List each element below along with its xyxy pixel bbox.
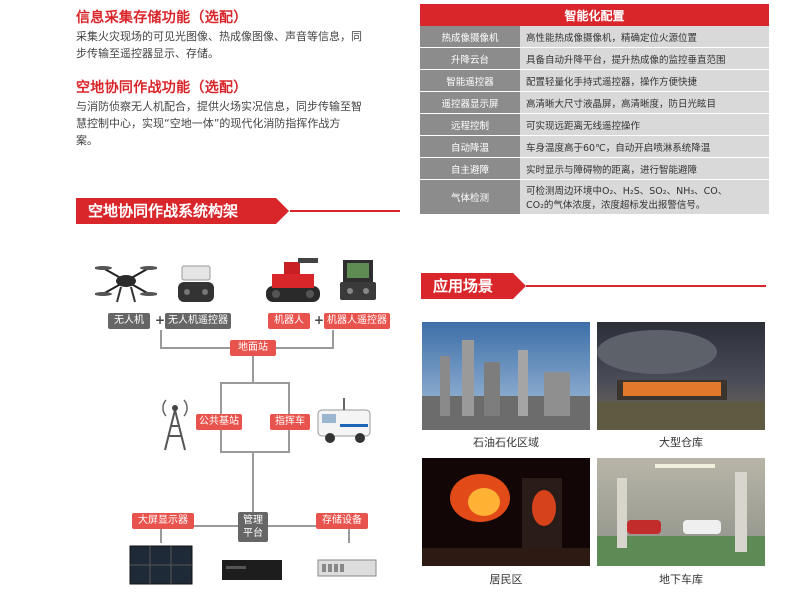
- paragraph-line: 与消防侦察无人机配合，提供火场实况信息，同步传输至智: [76, 100, 362, 113]
- spec-value: 可实现远距离无线遥控操作: [520, 113, 769, 136]
- spec-value: 车身温度高于60℃，自动开启喷淋系统降温: [520, 135, 769, 158]
- connector-line: [332, 330, 334, 348]
- table-row: 遥控器显示屏高清晰大尺寸液晶屏，高清晰度，防日光眩目: [420, 91, 769, 114]
- robot-image: [266, 258, 320, 302]
- drone-remote-image: [178, 265, 214, 302]
- warehouse-illustration: [597, 330, 765, 430]
- drone-image: [95, 266, 157, 303]
- scene-caption: 居民区: [489, 573, 523, 586]
- info-title-storage: 信息采集存储功能（选配）: [76, 10, 248, 26]
- table-row: 升降云台具备自动升降平台，提升热成像的监控垂直范围: [420, 47, 769, 70]
- ground-station-tag: 地面站: [230, 340, 276, 356]
- table-row: 气体检测 可检测周边环境中O₂、H₂S、SO₂、NH₃、CO、 CO₂的气体浓度…: [420, 179, 769, 215]
- video-wall-image: [129, 545, 193, 585]
- base-station-tag: 公共基站: [196, 414, 242, 430]
- spec-value: 高性能热成像摄像机，精确定位火源位置: [520, 26, 769, 48]
- residential-fire-illustration: [422, 474, 590, 566]
- spec-value: 具备自动升降平台，提升热成像的监控垂直范围: [520, 47, 769, 70]
- connector-line: [160, 525, 162, 543]
- scenes-banner: 应用场景: [421, 273, 526, 299]
- connector-line: [220, 382, 290, 384]
- tower-icon: [162, 399, 188, 451]
- management-platform-line: 平台: [243, 528, 263, 539]
- connector-line: [220, 451, 290, 453]
- command-car-image: [317, 398, 371, 443]
- spec-table-header: 智能化配置: [420, 4, 769, 26]
- info-paragraph-air-ground: 与消防侦察无人机配合，提供火场实况信息，同步传输至智 慧控制中心，实现“空地一体…: [76, 98, 406, 149]
- paragraph-line: 采集火灾现场的可见光图像、热成像图像、声音等信息，同: [76, 30, 362, 43]
- scene-photo-petrochemical: [422, 322, 590, 430]
- spec-key: 气体检测: [420, 179, 520, 215]
- table-row: 自主避障实时显示与障碍物的距离，进行智能避障: [420, 157, 769, 180]
- robot-label: 机器人: [268, 313, 310, 329]
- spec-key: 热成像摄像机: [420, 26, 520, 48]
- banner-divider: [290, 210, 400, 212]
- spec-table: 智能化配置 热成像摄像机高性能热成像摄像机，精确定位火源位置 升降云台具备自动升…: [420, 4, 769, 215]
- petrochemical-illustration: [422, 340, 590, 430]
- spec-key: 远程控制: [420, 113, 520, 136]
- drone-remote-label: 无人机遥控器: [165, 313, 231, 329]
- scene-caption: 石油石化区域: [473, 436, 539, 449]
- command-car-tag: 指挥车: [270, 414, 310, 430]
- spec-key: 遥控器显示屏: [420, 91, 520, 114]
- storage-tag: 存储设备: [316, 513, 368, 529]
- robot-remote-label: 机器人遥控器: [324, 313, 390, 329]
- big-screen-tag: 大屏显示器: [132, 513, 194, 529]
- paragraph-line: 案。: [76, 134, 98, 147]
- storage-device-image: [317, 559, 377, 577]
- connector-line: [348, 525, 350, 543]
- robot-remote-image: [340, 260, 376, 300]
- spec-value: 可检测周边环境中O₂、H₂S、SO₂、NH₃、CO、 CO₂的气体浓度，浓度超标…: [520, 179, 769, 215]
- drone-label: 无人机: [108, 313, 150, 329]
- scene-photo-residential: [422, 458, 590, 566]
- table-row: 自动降温车身温度高于60℃，自动开启喷淋系统降温: [420, 135, 769, 158]
- management-platform-line: 管理: [243, 515, 263, 526]
- table-row: 远程控制可实现远距离无线遥控操作: [420, 113, 769, 136]
- banner-divider: [526, 285, 766, 287]
- paragraph-line: 步传输至遥控器显示、存储。: [76, 47, 219, 60]
- connector-line: [252, 452, 254, 512]
- spec-key: 自主避障: [420, 157, 520, 180]
- spec-value: 实时显示与障碍物的距离，进行智能避障: [520, 157, 769, 180]
- connector-line: [252, 348, 254, 383]
- scene-photo-garage: [597, 458, 765, 566]
- spec-value: 配置轻量化手持式遥控器，操作方便快捷: [520, 69, 769, 92]
- server-image: [222, 560, 282, 580]
- scene-photo-warehouse: [597, 322, 765, 430]
- table-row: 智能遥控器配置轻量化手持式遥控器，操作方便快捷: [420, 69, 769, 92]
- info-title-air-ground: 空地协同作战功能（选配）: [76, 80, 248, 96]
- management-platform-tag: 管理 平台: [238, 512, 268, 542]
- garage-illustration: [597, 464, 765, 566]
- table-row: 热成像摄像机高性能热成像摄像机，精确定位火源位置: [420, 26, 769, 48]
- spec-value-line: 可检测周边环境中O₂、H₂S、SO₂、NH₃、CO、: [526, 186, 728, 197]
- scene-caption: 大型仓库: [659, 436, 703, 449]
- spec-value: 高清晰大尺寸液晶屏，高清晰度，防日光眩目: [520, 91, 769, 114]
- scene-caption: 地下车库: [659, 573, 703, 586]
- spec-value-line: CO₂的气体浓度，浓度超标发出报警信号。: [526, 200, 706, 211]
- spec-key: 升降云台: [420, 47, 520, 70]
- spec-key: 智能遥控器: [420, 69, 520, 92]
- connector-line: [160, 330, 162, 348]
- paragraph-line: 慧控制中心，实现“空地一体”的现代化消防指挥作战方: [76, 117, 341, 130]
- spec-key: 自动降温: [420, 135, 520, 158]
- plus-sign: +: [155, 313, 166, 327]
- info-paragraph-storage: 采集火灾现场的可见光图像、热成像图像、声音等信息，同 步传输至遥控器显示、存储。: [76, 28, 406, 62]
- plus-sign: +: [314, 313, 325, 327]
- diagram-banner: 空地协同作战系统构架: [76, 198, 289, 224]
